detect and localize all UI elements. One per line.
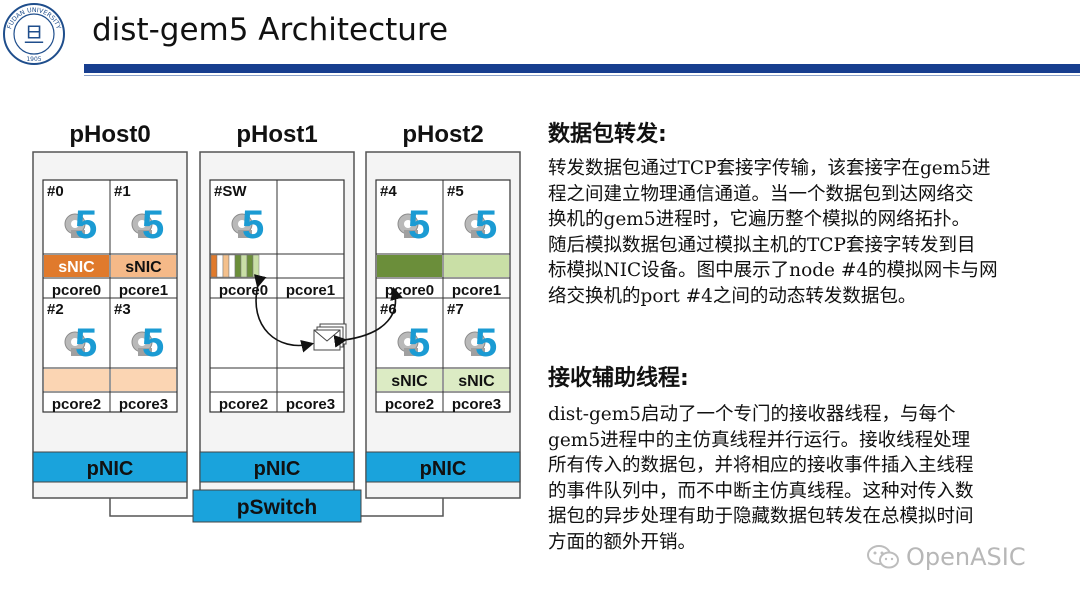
core-label-1-2: pcore2 (219, 396, 268, 413)
gem5-logo-icon: 5 (131, 321, 164, 365)
header-rule-thin (84, 75, 1080, 76)
gem5-logo-icon: 5 (64, 203, 97, 247)
core-label-0-3: pcore3 (119, 396, 168, 413)
slide-title: dist-gem5 Architecture (92, 12, 449, 48)
snic-label-2-3: sNIC (458, 373, 495, 390)
pnic-label-2: pNIC (420, 458, 467, 480)
section1-line: 换机的gem5进程时，它遍历整个模拟的网络拓扑。 (548, 209, 971, 231)
svg-text:5: 5 (408, 203, 430, 247)
snic-label-0-1: sNIC (125, 259, 162, 276)
snic-label-2-2: sNIC (391, 373, 428, 390)
node-id-0-3: #3 (114, 301, 131, 318)
switch-port (234, 254, 242, 278)
forward-arrow-node4 (333, 286, 403, 348)
node-id-2-0: #4 (380, 183, 397, 200)
switch-port (222, 254, 230, 278)
svg-text:5: 5 (475, 203, 497, 247)
host-title-2: pHost2 (402, 121, 483, 148)
logo-year: 1905 (26, 56, 41, 63)
svg-text:5: 5 (75, 321, 97, 365)
nic-bar-0-0 (44, 255, 109, 277)
pswitch-label: pSwitch (237, 496, 318, 519)
core-label-2-1: pcore1 (452, 282, 501, 299)
node-id-0-2: #2 (47, 301, 64, 318)
section-receive-thread: 接收辅助线程: dist-gem5启动了一个专门的接收器线程，与每个 gem5进程… (548, 364, 1072, 556)
section1-line: 转发数据包通过TCP套接字传输，该套接字在gem5进 (548, 158, 991, 179)
switch-port (228, 254, 236, 278)
pswitch-box (192, 489, 362, 523)
switch-port (210, 254, 218, 278)
node-id-0-1: #1 (114, 183, 131, 200)
svg-text:5: 5 (475, 321, 497, 365)
core-label-1-0: pcore0 (219, 282, 268, 299)
section2-line: dist-gem5启动了一个专门的接收器线程，与每个 (548, 404, 956, 425)
link-host2 (358, 498, 444, 517)
node-id-0-0: #0 (47, 183, 64, 200)
section2-line: 所有传入的数据包，并将相应的接收事件插入主线程 (548, 455, 974, 477)
nic-bar-0-3 (111, 369, 176, 391)
core-label-2-2: pcore2 (385, 396, 434, 413)
core-label-1-3: pcore3 (286, 396, 335, 413)
section2-line: 据包的异步处理有助于隐藏数据包转发在总模拟时间 (548, 506, 974, 528)
fudan-university-logo: 旦 FUDAN UNIVERSITY 1905 (3, 3, 65, 65)
core-label-2-3: pcore3 (452, 396, 501, 413)
watermark-text: OpenASIC (906, 543, 1026, 571)
header-rule (84, 64, 1080, 73)
pnic-label-0: pNIC (87, 458, 134, 480)
core-label-0-1: pcore1 (119, 282, 168, 299)
architecture-diagram: pHost0 pNIC #0 5 sNIC pcore0 #1 5 sNIC pcore1 #2 5 p… (32, 121, 521, 523)
section2-line: 的事件队列中，而不中断主仿真线程。这种对传入数 (548, 480, 974, 502)
host-title-1: pHost1 (236, 121, 317, 148)
core-label-2-0: pcore0 (385, 282, 434, 299)
nic-bar-2-3 (444, 369, 509, 391)
forward-arrow-switch (253, 274, 315, 353)
nic-bar-2-0 (377, 255, 442, 277)
nic-bar-2-2 (377, 369, 442, 391)
pnic-label-1: pNIC (254, 458, 301, 480)
watermark: OpenASIC (866, 543, 1026, 571)
svg-text:5: 5 (75, 203, 97, 247)
gem5-logo-icon: 5 (464, 203, 497, 247)
section1-line: 程之间建立物理通信通道。当一个数据包到达网络交 (548, 183, 974, 205)
node-id-2-3: #7 (447, 301, 464, 318)
wechat-icon (867, 545, 899, 569)
section1-heading: 数据包转发: (548, 122, 667, 147)
pnic-box-0 (32, 451, 188, 483)
switch-port (216, 254, 224, 278)
gem5-logo-icon: 5 (231, 203, 264, 247)
section1-line: 标模拟NIC设备。图中展示了node #4的模拟网卡与网 (548, 260, 998, 282)
gem5-logo-icon: 5 (464, 321, 497, 365)
section-packet-forwarding: 数据包转发: 转发数据包通过TCP套接字传输，该套接字在gem5进程之间建立物理… (548, 120, 1072, 310)
logo-glyph: 旦 (24, 23, 45, 47)
section2-heading: 接收辅助线程: (548, 366, 689, 391)
svg-text:5: 5 (408, 321, 430, 365)
gem5-logo-icon: 5 (131, 203, 164, 247)
switch-port (246, 254, 254, 278)
snic-label-0-0: sNIC (58, 259, 95, 276)
switch-port (240, 254, 248, 278)
section2-line: 方面的额外开销。 (548, 531, 697, 553)
svg-text:5: 5 (142, 203, 164, 247)
section1-line: 络交换机的port #4之间的动态转发数据包。 (548, 285, 917, 307)
nic-bar-0-1 (111, 255, 176, 277)
pnic-box-1 (199, 451, 355, 483)
nic-bar-0-2 (44, 369, 109, 391)
nic-bar-2-1 (444, 255, 509, 277)
host-title-0: pHost0 (69, 121, 150, 148)
svg-text:5: 5 (142, 321, 164, 365)
gem5-logo-icon: 5 (64, 321, 97, 365)
node-id-2-1: #5 (447, 183, 464, 200)
link-host0 (109, 498, 193, 517)
core-label-0-2: pcore2 (52, 396, 101, 413)
pnic-box-2 (365, 451, 521, 483)
svg-text:5: 5 (242, 203, 264, 247)
section1-line: 随后模拟数据包通过模拟主机的TCP套接字转发到目 (548, 234, 976, 256)
gem5-logo-icon: 5 (397, 321, 430, 365)
gem5-logo-icon: 5 (397, 203, 430, 247)
core-label-1-1: pcore1 (286, 282, 335, 299)
section2-line: gem5进程中的主仿真线程并行运行。接收线程处理 (548, 429, 971, 451)
core-label-0-0: pcore0 (52, 282, 101, 299)
node-id-1-0: #SW (214, 183, 247, 200)
switch-port (252, 254, 260, 278)
